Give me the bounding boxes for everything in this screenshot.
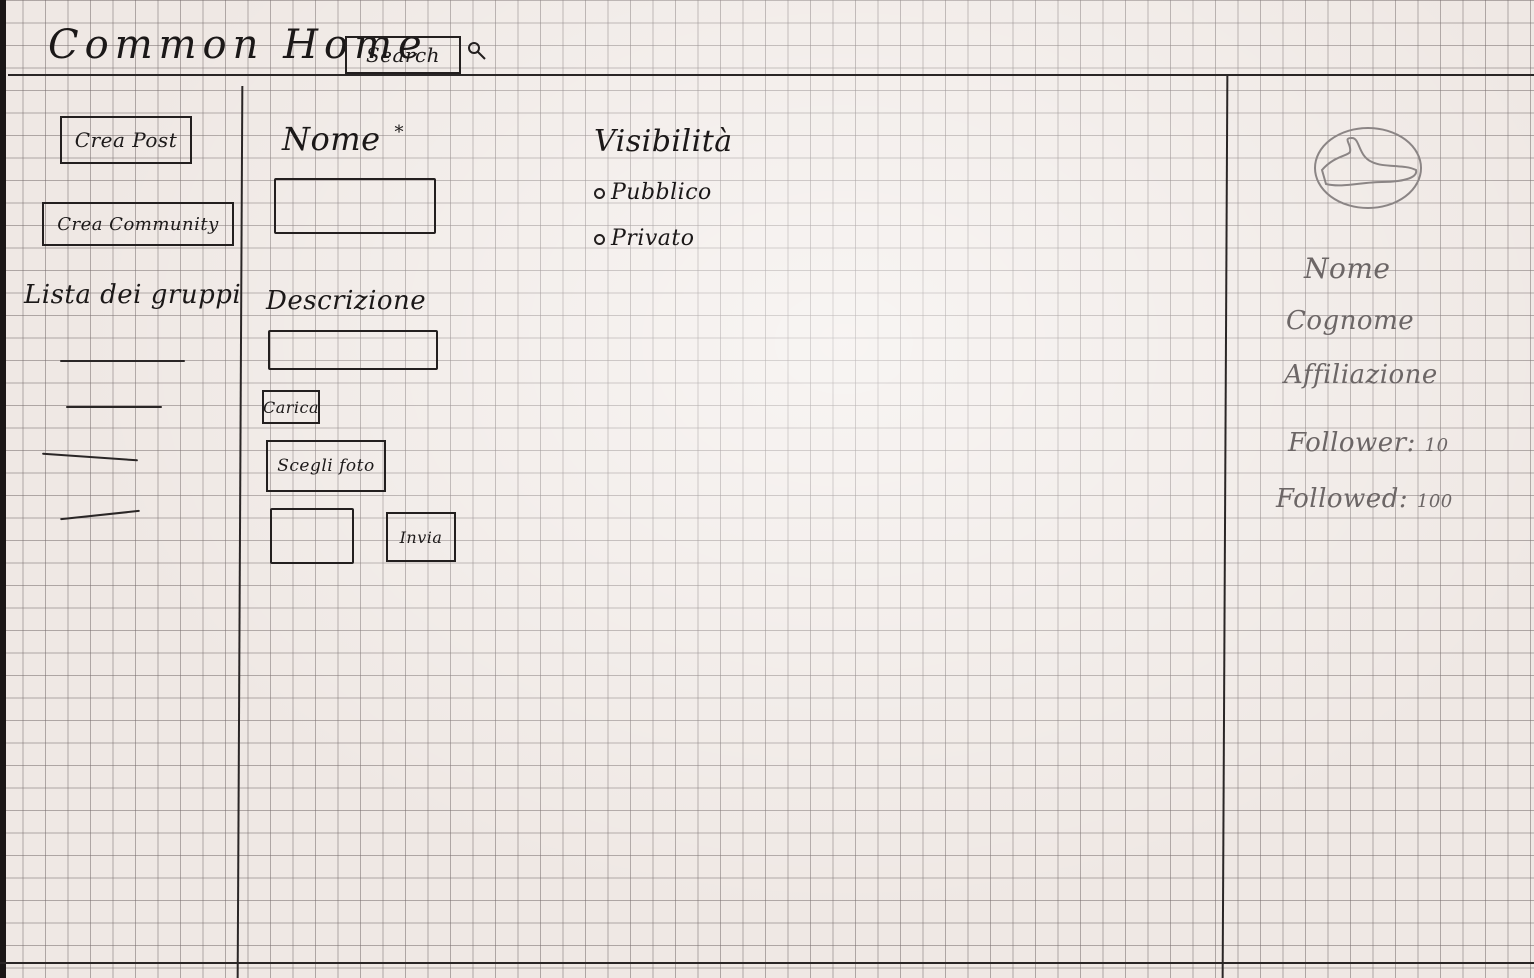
description-label: Descrizione <box>266 286 427 316</box>
search-input[interactable]: Search <box>345 36 461 74</box>
visibility-option-public[interactable]: Pubblico <box>594 180 712 205</box>
followers-label: Follower <box>1288 428 1407 458</box>
following-label: Followed <box>1276 484 1399 514</box>
visibility-title: Visibilità <box>594 124 733 159</box>
create-post-label: Crea Post <box>74 128 178 152</box>
group-list-item[interactable] <box>42 452 138 462</box>
name-label-text: Nome <box>282 120 381 158</box>
name-label: Nome * <box>282 120 404 158</box>
choose-photo-button[interactable]: Scegli foto <box>266 440 386 492</box>
profile-panel-divider <box>1221 76 1229 978</box>
bottom-divider <box>0 962 1534 964</box>
send-label: Invia <box>399 527 443 547</box>
page-left-edge <box>0 0 6 978</box>
header-divider <box>8 74 1534 76</box>
description-input[interactable] <box>268 330 438 370</box>
avatar[interactable] <box>1312 126 1424 214</box>
search-icon[interactable] <box>466 40 488 62</box>
required-mark: * <box>394 122 405 144</box>
visibility-option-label: Pubblico <box>611 180 712 205</box>
followers-count: 10 <box>1424 435 1449 456</box>
radio-icon[interactable] <box>594 187 605 199</box>
create-community-label: Crea Community <box>57 213 219 235</box>
radio-icon[interactable] <box>594 233 605 245</box>
visibility-option-private[interactable]: Privato <box>594 226 695 251</box>
upload-label: Carica <box>262 397 320 417</box>
photo-preview <box>270 508 354 564</box>
create-community-button[interactable]: Crea Community <box>42 202 234 246</box>
group-list-item[interactable] <box>66 406 162 408</box>
profile-name: Nome <box>1304 252 1391 285</box>
group-list-item[interactable] <box>60 509 140 521</box>
send-button[interactable]: Invia <box>386 512 456 562</box>
sidebar-divider <box>236 86 244 978</box>
name-input[interactable] <box>274 178 436 234</box>
profile-followers: Follower: 10 <box>1288 428 1449 458</box>
following-count: 100 <box>1416 491 1453 512</box>
group-list-item[interactable] <box>60 360 185 362</box>
upload-button[interactable]: Carica <box>262 390 320 424</box>
profile-affiliation: Affiliazione <box>1284 360 1438 390</box>
choose-photo-label: Scegli foto <box>277 456 375 476</box>
create-post-button[interactable]: Crea Post <box>60 116 192 164</box>
visibility-option-label: Privato <box>611 226 695 251</box>
search-label: Search <box>365 43 441 67</box>
profile-surname: Cognome <box>1286 306 1415 336</box>
groups-title: Lista dei gruppi <box>24 280 242 310</box>
profile-following: Followed: 100 <box>1276 484 1453 514</box>
app-title[interactable]: Common Home <box>48 22 428 68</box>
